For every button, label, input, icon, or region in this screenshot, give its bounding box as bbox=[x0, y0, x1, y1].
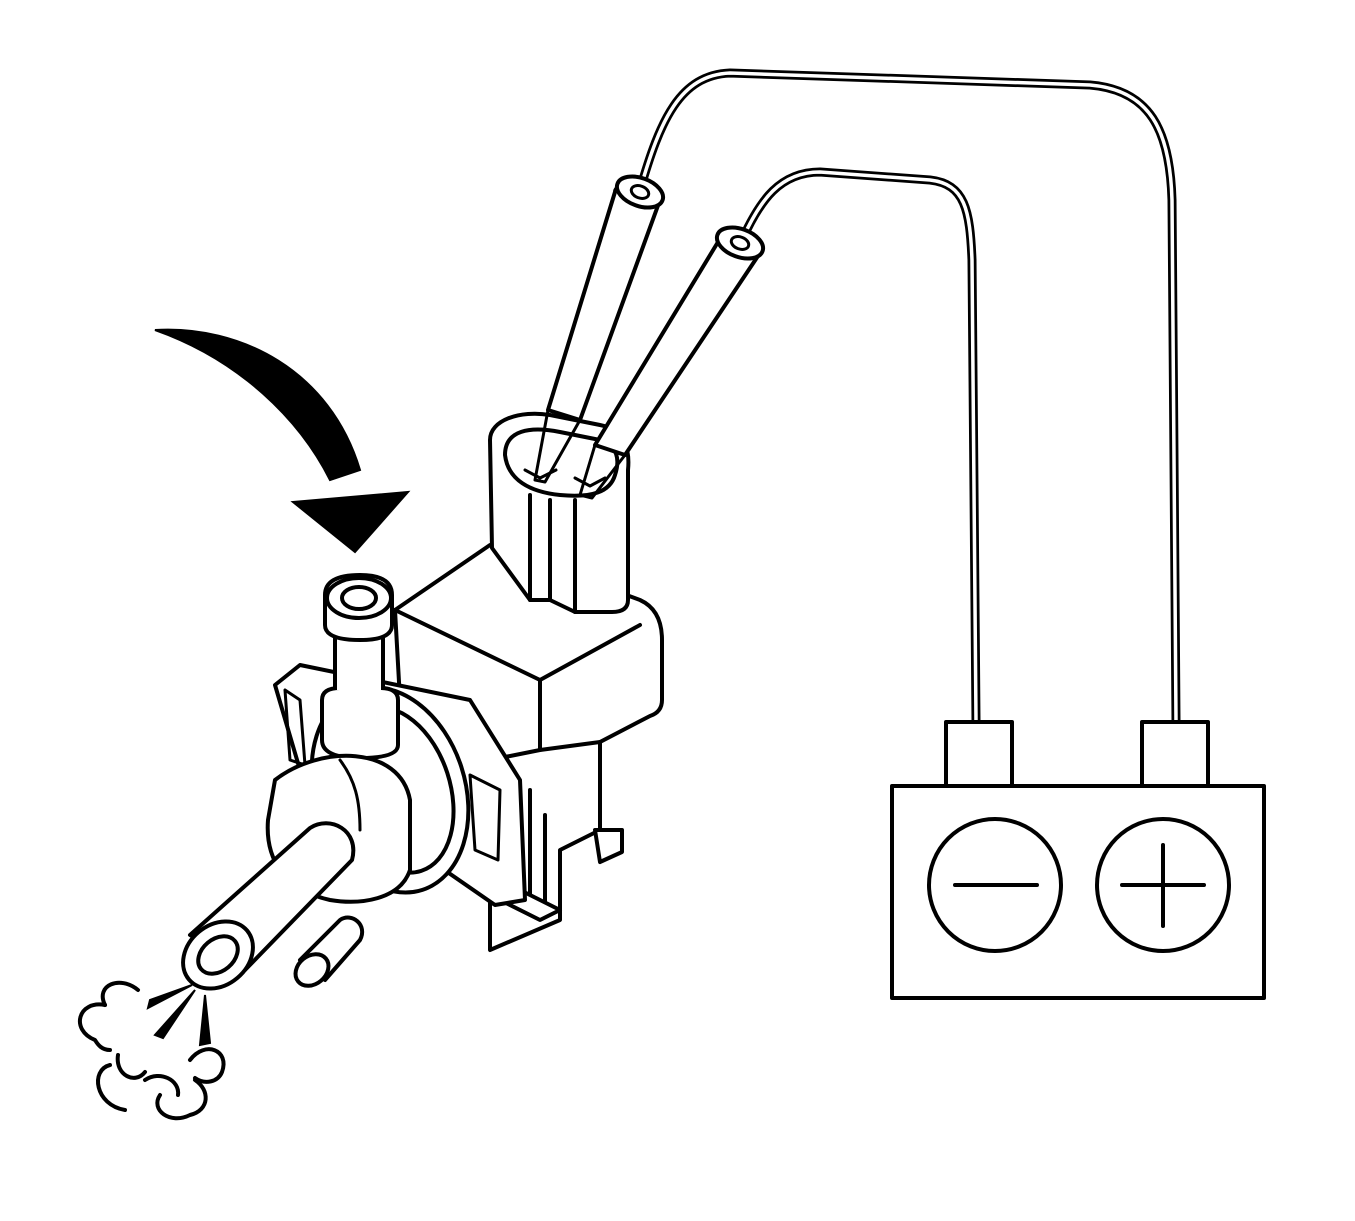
battery-terminal-positive bbox=[1140, 720, 1210, 790]
battery bbox=[890, 720, 1266, 1000]
solenoid-valve bbox=[393, 411, 664, 952]
outlet-tube bbox=[181, 753, 412, 991]
curved-arrow-icon bbox=[154, 328, 411, 554]
battery-case bbox=[890, 784, 1266, 1000]
probe-negative bbox=[578, 225, 766, 500]
wire-positive bbox=[635, 68, 1181, 725]
wire-negative bbox=[737, 167, 981, 725]
vacuum-port-top bbox=[320, 573, 400, 760]
plus-icon bbox=[1095, 817, 1231, 953]
minus-icon bbox=[927, 817, 1063, 953]
air-puff-icon bbox=[77, 980, 226, 1121]
battery-terminal-negative bbox=[944, 720, 1014, 790]
probe-positive bbox=[533, 174, 666, 484]
